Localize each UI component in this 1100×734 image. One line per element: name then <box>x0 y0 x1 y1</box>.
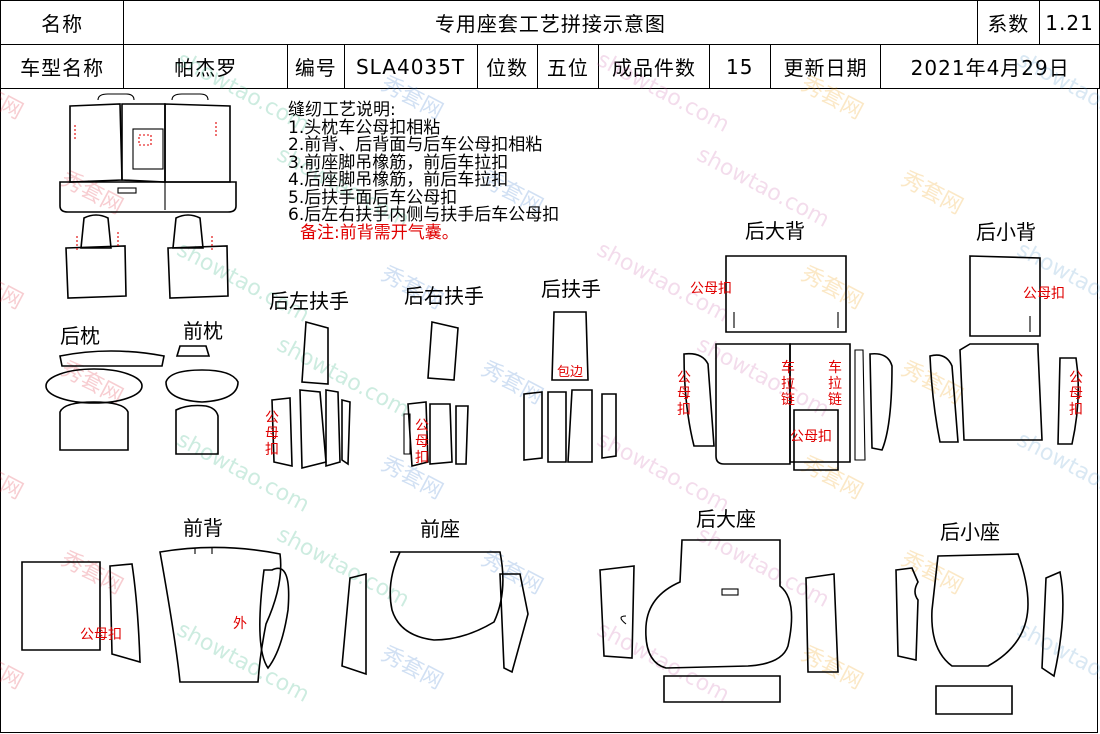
label-rear-right-armrest: 后右扶手 <box>404 284 484 308</box>
label-rear-armrest: 后扶手 <box>541 277 601 301</box>
notes-title: 缝纫工艺说明: <box>288 100 396 120</box>
red-label-snap-left-armrest: 公母扣 <box>265 410 279 458</box>
label-rear-left-armrest: 后左扶手 <box>269 289 349 313</box>
front-headrest-pattern <box>165 345 239 455</box>
label-front-back: 前背 <box>183 516 223 540</box>
red-label-snap-large-back-top: 公母扣 <box>690 281 732 297</box>
red-label-snap-headrest-flat: 公母扣 <box>80 627 122 643</box>
name-label: 名称 <box>0 0 125 45</box>
rear-headrest-pattern <box>45 350 165 451</box>
red-label-snap-right-armrest: 公母扣 <box>415 418 429 466</box>
notes-item: 6.后左右扶手内侧与扶手后车公母扣 <box>288 205 560 225</box>
rear-armrest-pattern <box>523 311 617 463</box>
seats-label: 位数 <box>476 44 538 89</box>
label-rear-headrest: 后枕 <box>60 324 100 348</box>
label-front-headrest: 前枕 <box>183 319 223 343</box>
sheet-title: 专用座套工艺拼接示意图 <box>123 0 978 45</box>
notes-item: 5.后扶手面后车公母扣 <box>288 187 458 208</box>
rear-left-armrest-pattern <box>271 320 351 470</box>
coef-label: 系数 <box>976 0 1041 45</box>
rear-right-armrest-pattern <box>403 321 469 468</box>
pieces-label: 成品件数 <box>598 44 710 89</box>
red-label-zipper-left: 车拉链 <box>781 360 795 408</box>
header-table: 名称 专用座套工艺拼接示意图 系数 1.21 车型名称 帕杰罗 编号 SLA40… <box>0 0 1100 89</box>
notes-item: 2.前背、后背面与后车公母扣相粘 <box>288 135 543 155</box>
pieces-value: 15 <box>708 44 771 89</box>
model-value: 帕杰罗 <box>123 44 289 89</box>
red-label-zipper-right: 车拉链 <box>828 360 842 408</box>
rear-bench-overview-drawing <box>59 93 237 213</box>
rear-small-back-pattern <box>929 255 1080 445</box>
red-label-snap-large-back-side: 公母扣 <box>677 370 691 418</box>
seats-value: 五位 <box>536 44 600 89</box>
rear-small-seat-pattern <box>895 553 1064 715</box>
label-rear-small-back: 后小背 <box>976 220 1036 244</box>
front-seat-pattern <box>341 551 529 676</box>
red-label-hem: 包边 <box>557 365 584 380</box>
notes-item: 1.头枕车公母扣相粘 <box>288 117 441 138</box>
notes-remark: 备注:前背需开气囊。 <box>300 222 459 243</box>
notes-item: 3.前座脚吊橡筋，前后车拉扣 <box>288 152 509 173</box>
date-value: 2021年4月29日 <box>880 44 1100 89</box>
sewing-notes: 缝纫工艺说明: 1.头枕车公母扣相粘 2.前背、后背面与后车公母扣相粘 3.前座… <box>288 100 560 243</box>
rear-headrest-flat-pattern <box>21 561 141 664</box>
code-value: SLA4035T <box>343 44 478 89</box>
front-seats-overview-drawing <box>65 214 229 299</box>
label-rear-large-back: 后大背 <box>745 219 805 243</box>
notes-item: 4.后座脚吊橡筋，前后车拉扣 <box>288 170 509 190</box>
label-rear-small-seat: 后小座 <box>940 520 1000 544</box>
red-label-outer: 外 <box>233 616 247 632</box>
label-front-seat: 前座 <box>420 517 460 541</box>
rear-large-seat-pattern <box>599 539 839 703</box>
label-rear-large-seat: 后大座 <box>696 507 756 531</box>
red-label-snap-small-back-top: 公母扣 <box>1023 286 1065 302</box>
red-label-snap-large-back-bottom: 公母扣 <box>790 429 832 445</box>
rear-large-back-pattern <box>683 255 893 471</box>
drawing-area-frame <box>0 88 1098 733</box>
red-label-snap-small-back-side: 公母扣 <box>1069 370 1083 418</box>
front-back-pattern <box>159 546 290 683</box>
